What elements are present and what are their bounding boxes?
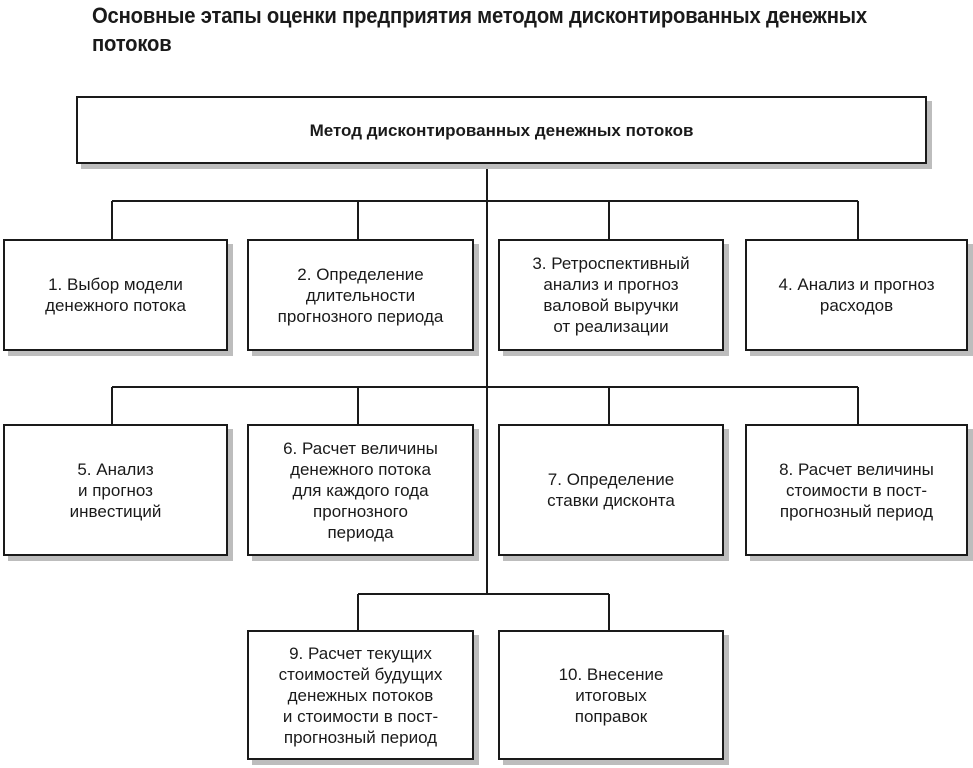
step-label-2: 2. Определение длительности прогнозного …	[277, 264, 444, 326]
step-box-8: 8. Расчет величины стоимости в пост- про…	[745, 424, 968, 556]
step-box-1: 1. Выбор модели денежного потока	[3, 239, 228, 351]
step-box-10: 10. Внесение итоговых поправок	[498, 630, 724, 760]
step-label-4: 4. Анализ и прогноз расходов	[778, 275, 935, 315]
step-label-1: 1. Выбор модели денежного потока	[45, 275, 186, 315]
root-label: Метод дисконтированных денежных потоков	[309, 120, 694, 140]
step-box-2: 2. Определение длительности прогнозного …	[247, 239, 474, 351]
step-label-3: 3. Ретроспективный анализ и прогноз вало…	[532, 254, 690, 336]
step-box-5: 5. Анализ и прогноз инвестиций	[3, 424, 228, 556]
step-label-10: 10. Внесение итоговых поправок	[558, 664, 664, 726]
step-label-5: 5. Анализ и прогноз инвестиций	[69, 459, 162, 521]
root-box: Метод дисконтированных денежных потоков	[76, 96, 927, 164]
step-label-9: 9. Расчет текущих стоимостей будущих ден…	[278, 643, 443, 747]
step-box-4: 4. Анализ и прогноз расходов	[745, 239, 968, 351]
step-label-8: 8. Расчет величины стоимости в пост- про…	[779, 459, 934, 521]
step-box-7: 7. Определение ставки дисконта	[498, 424, 724, 556]
step-box-3: 3. Ретроспективный анализ и прогноз вало…	[498, 239, 724, 351]
step-box-6: 6. Расчет величины денежного потока для …	[247, 424, 474, 556]
diagram-title: Основные этапы оценки предприятия методо…	[92, 3, 867, 56]
step-box-9: 9. Расчет текущих стоимостей будущих ден…	[247, 630, 474, 760]
step-label-7: 7. Определение ставки дисконта	[547, 470, 675, 510]
step-label-6: 6. Расчет величины денежного потока для …	[283, 438, 438, 542]
